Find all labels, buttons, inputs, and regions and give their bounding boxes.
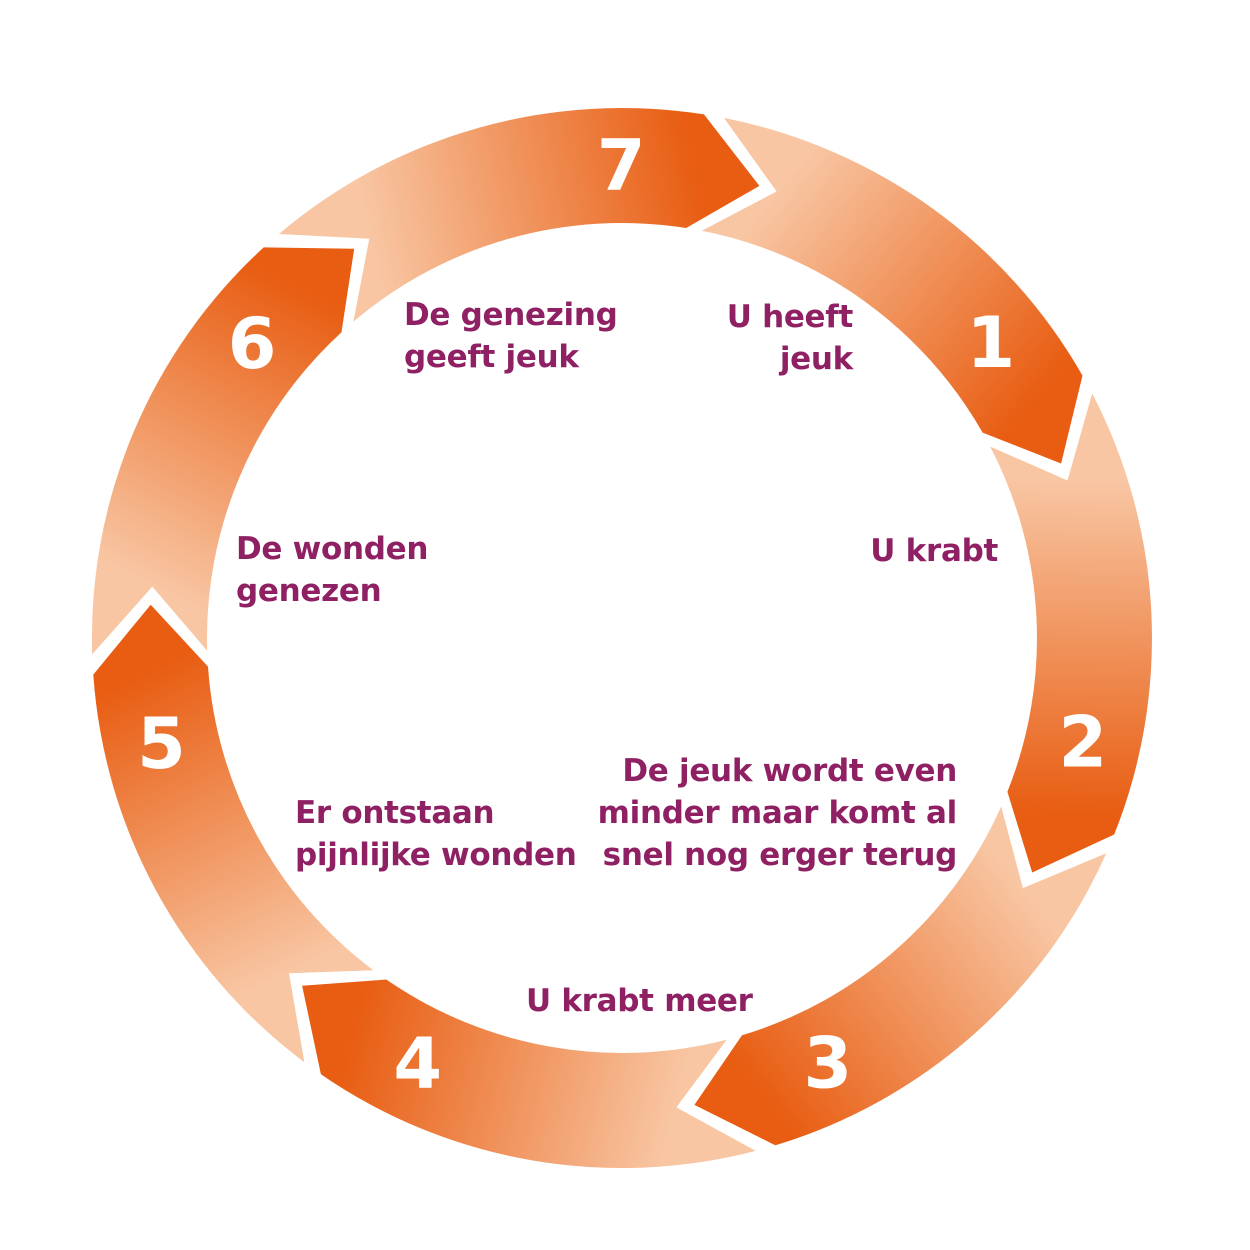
step-5-label-line: Er ontstaan — [295, 795, 495, 831]
arrow-segment-7 — [279, 108, 760, 322]
arrow-segment-6 — [91, 247, 355, 655]
arrow-segment-4 — [302, 979, 756, 1169]
step-6-label-line: genezen — [236, 573, 382, 609]
step-3-label-line: snel nog erger terug — [602, 837, 958, 873]
step-3-number: 3 — [803, 1022, 852, 1104]
step-4-label: U krabt meer — [526, 980, 753, 1022]
arrow-segment-5 — [93, 604, 374, 1063]
step-1-number: 1 — [967, 302, 1016, 384]
step-5-number: 5 — [137, 703, 186, 785]
arrow-segment-3 — [694, 806, 1107, 1146]
step-5-label-line: pijnlijke wonden — [295, 837, 577, 873]
step-7-label-line: geeft jeuk — [404, 339, 579, 375]
step-5-label: Er ontstaan pijnlijke wonden — [295, 792, 577, 876]
step-7-number: 7 — [597, 125, 646, 207]
step-4-number: 4 — [393, 1023, 442, 1105]
step-2-label: U krabt — [870, 530, 998, 572]
step-1-label-line: jeuk — [779, 341, 853, 377]
arrow-segment-1 — [701, 117, 1083, 464]
arrow-segment-2 — [990, 393, 1152, 873]
step-1-label: U heeft jeuk — [726, 296, 854, 380]
step-6-label-line: De wonden — [236, 531, 429, 567]
step-6-number: 6 — [228, 303, 277, 385]
step-4-label-line: U krabt meer — [526, 983, 753, 1019]
step-6-label: De wonden genezen — [236, 528, 428, 612]
step-1-label-line: U heeft — [726, 299, 854, 335]
step-7-label: De genezing geeft jeuk — [404, 294, 618, 378]
step-2-number: 2 — [1058, 701, 1107, 783]
step-3-label: De jeuk wordt even minder maar komt al s… — [597, 750, 958, 876]
step-3-label-line: minder maar komt al — [597, 795, 958, 831]
step-2-label-line: U krabt — [870, 533, 998, 569]
step-7-label-line: De genezing — [404, 297, 618, 333]
step-3-label-line: De jeuk wordt even — [622, 753, 957, 789]
